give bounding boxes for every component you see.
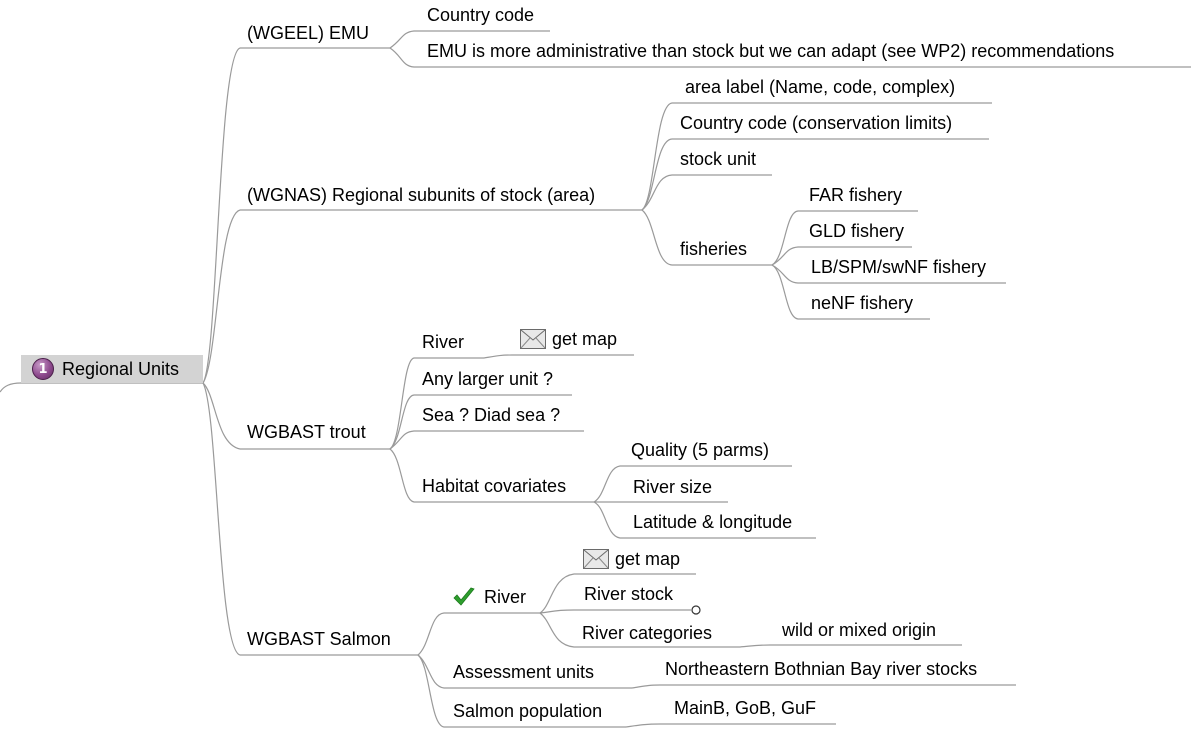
subtopic-label: Habitat covariates	[422, 476, 567, 496]
subtopic-trout-get-map[interactable]: get map	[520, 328, 617, 350]
topic-label: WGBAST trout	[247, 422, 366, 442]
subtopic-label: River stock	[584, 584, 674, 604]
subtopic-wild-or-mixed-origin[interactable]: wild or mixed origin	[782, 619, 936, 641]
subtopic-label: River categories	[582, 623, 713, 643]
subtopic-assessment-units[interactable]: Assessment units	[453, 661, 594, 683]
subtopic-label: EMU is more administrative than stock bu…	[427, 41, 1115, 61]
subtopic-sea-diad-sea[interactable]: Sea ? Diad sea ?	[422, 404, 560, 426]
subtopic-label: Latitude & longitude	[633, 512, 793, 532]
subtopic-river-size[interactable]: River size	[633, 476, 712, 498]
subtopic-label: Country code (conservation limits)	[680, 113, 953, 133]
subtopic-label: get map	[615, 549, 681, 569]
subtopic-label: GLD fishery	[809, 221, 905, 241]
subtopic-label: fisheries	[680, 239, 748, 259]
topic-wgbast-trout[interactable]: WGBAST trout	[247, 421, 366, 443]
subtopic-label: Salmon population	[453, 701, 603, 721]
subtopic-fisheries[interactable]: fisheries	[680, 238, 747, 260]
subtopic-label: MainB, GoB, GuF	[674, 698, 817, 718]
subtopic-far-fishery[interactable]: FAR fishery	[809, 184, 902, 206]
subtopic-habitat-covariates[interactable]: Habitat covariates	[422, 475, 566, 497]
subtopic-stock-unit[interactable]: stock unit	[680, 148, 756, 170]
subtopic-label: Northeastern Bothnian Bay river stocks	[665, 659, 978, 679]
subtopic-label: River	[422, 332, 465, 352]
subtopic-northeastern-bothnian-bay[interactable]: Northeastern Bothnian Bay river stocks	[665, 658, 977, 680]
topic-wgbast-salmon[interactable]: WGBAST Salmon	[247, 628, 391, 650]
subtopic-label: neNF fishery	[811, 293, 914, 313]
subtopic-country-code[interactable]: Country code	[427, 4, 534, 26]
subtopic-label: River	[484, 587, 527, 607]
topic-label: (WGNAS) Regional subunits of stock (area…	[247, 185, 596, 205]
topic-wgeel-emu[interactable]: (WGEEL) EMU	[247, 22, 369, 44]
subtopic-label: Country code	[427, 5, 535, 25]
subtopic-label: stock unit	[680, 149, 757, 169]
subtopic-mainb-gob-guf[interactable]: MainB, GoB, GuF	[674, 697, 816, 719]
subtopic-trout-river[interactable]: River	[422, 331, 464, 353]
envelope-icon	[520, 329, 546, 349]
topic-label: (WGEEL) EMU	[247, 23, 370, 43]
subtopic-label: Any larger unit ?	[422, 369, 554, 389]
subtopic-lb-spm-swnf-fishery[interactable]: LB/SPM/swNF fishery	[811, 256, 986, 278]
priority-1-icon: 1	[32, 358, 54, 380]
subtopic-any-larger-unit[interactable]: Any larger unit ?	[422, 368, 553, 390]
topic-label: WGBAST Salmon	[247, 629, 391, 649]
envelope-icon	[583, 549, 609, 569]
subtopic-label: Quality (5 parms)	[631, 440, 770, 460]
root-node[interactable]: 1 Regional Units	[21, 355, 203, 383]
topic-wgnas[interactable]: (WGNAS) Regional subunits of stock (area…	[247, 184, 595, 206]
subtopic-salmon-river[interactable]: River	[452, 586, 526, 608]
subtopic-label: LB/SPM/swNF fishery	[811, 257, 987, 277]
subtopic-label: FAR fishery	[809, 185, 903, 205]
subtopic-area-label[interactable]: area label (Name, code, complex)	[685, 76, 955, 98]
root-label: Regional Units	[62, 358, 180, 379]
subtopic-label: Sea ? Diad sea ?	[422, 405, 561, 425]
subtopic-label: Assessment units	[453, 662, 595, 682]
subtopic-gld-fishery[interactable]: GLD fishery	[809, 220, 904, 242]
subtopic-quality[interactable]: Quality (5 parms)	[631, 439, 769, 461]
subtopic-label: get map	[552, 329, 618, 349]
subtopic-salmon-population[interactable]: Salmon population	[453, 700, 602, 722]
subtopic-label: wild or mixed origin	[782, 620, 937, 640]
subtopic-nenf-fishery[interactable]: neNF fishery	[811, 292, 913, 314]
subtopic-latitude-longitude[interactable]: Latitude & longitude	[633, 511, 792, 533]
subtopic-river-stock[interactable]: River stock	[584, 583, 673, 605]
subtopic-label: River size	[633, 477, 713, 497]
subtopic-river-categories[interactable]: River categories	[582, 622, 712, 644]
subtopic-label: area label (Name, code, complex)	[685, 77, 956, 97]
subtopic-country-code-conservation[interactable]: Country code (conservation limits)	[680, 112, 952, 134]
subtopic-emu-note[interactable]: EMU is more administrative than stock bu…	[427, 40, 1114, 62]
subtopic-salmon-get-map[interactable]: get map	[583, 548, 680, 570]
checkmark-icon	[453, 587, 475, 606]
